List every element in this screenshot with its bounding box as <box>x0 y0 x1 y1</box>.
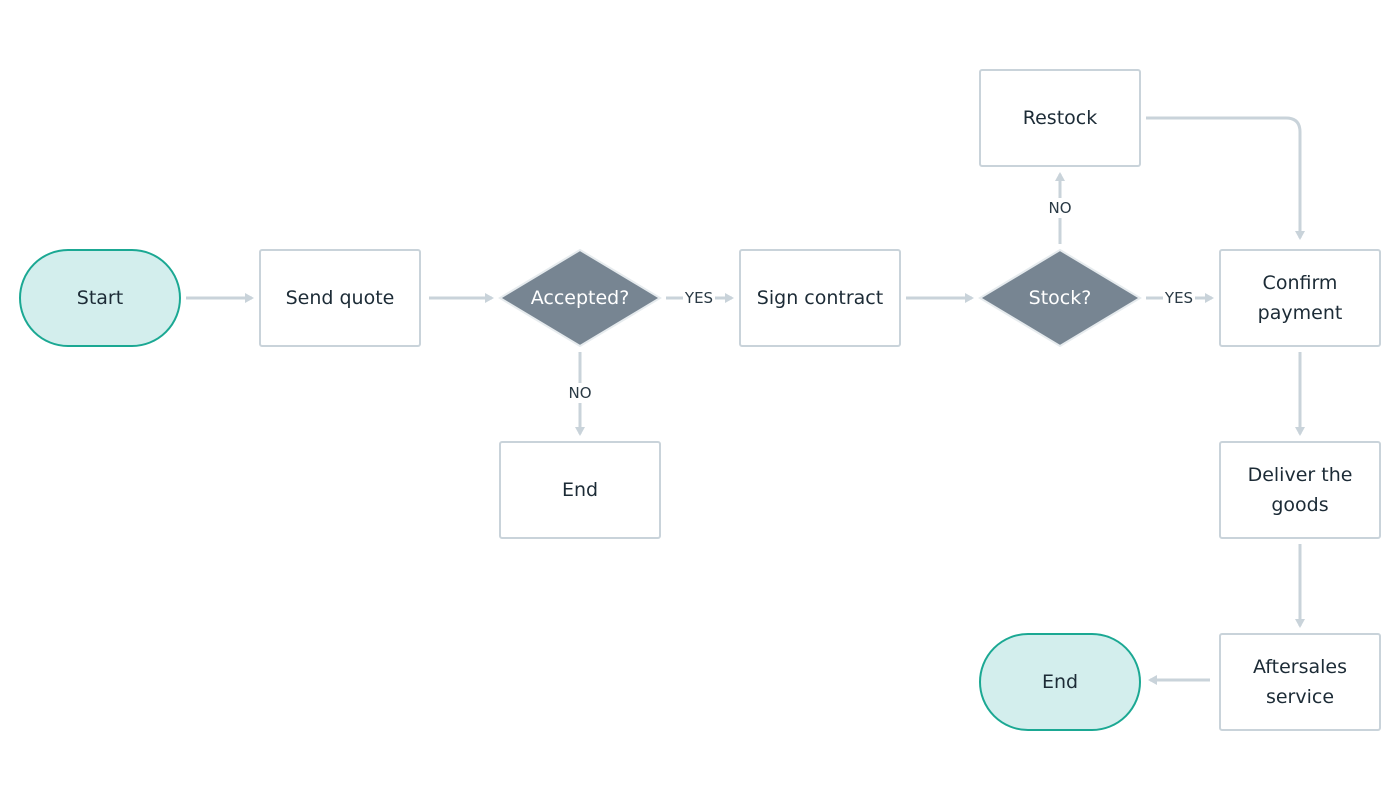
edges <box>186 116 1305 685</box>
nodes: Start Send quote Accepted? End Sign cont… <box>19 69 1381 731</box>
node-end-rejected-label: End <box>562 479 598 501</box>
node-send-quote[interactable]: Send quote <box>259 249 421 347</box>
edge-label-accepted-yes: YES <box>684 289 713 307</box>
node-accepted-label: Accepted? <box>531 287 630 309</box>
edge-label-stock-yes: YES <box>1164 289 1193 307</box>
node-accepted-decision[interactable]: Accepted? <box>498 248 662 348</box>
node-send-quote-label: Send quote <box>286 287 395 309</box>
edge-restock-to-confirm-payment <box>1146 116 1305 240</box>
node-confirm-payment-label-line2: payment <box>1258 302 1343 324</box>
node-stock-label: Stock? <box>1029 287 1092 309</box>
node-aftersales-label-line1: Aftersales <box>1253 656 1347 678</box>
node-aftersales-label-line2: service <box>1266 686 1334 708</box>
node-aftersales-service[interactable]: Aftersales service <box>1219 633 1381 731</box>
node-deliver-goods-label-line1: Deliver the <box>1248 464 1353 486</box>
edge-label-stock-no: NO <box>1048 199 1071 217</box>
edge-label-accepted-no: NO <box>568 384 591 402</box>
node-end-final[interactable]: End <box>979 633 1141 731</box>
node-end-final-label: End <box>1042 671 1078 693</box>
node-deliver-goods[interactable]: Deliver the goods <box>1219 441 1381 539</box>
node-restock[interactable]: Restock <box>979 69 1141 167</box>
edge-labels: YES NO YES NO <box>566 198 1195 403</box>
node-start-label: Start <box>77 287 123 309</box>
node-stock-decision[interactable]: Stock? <box>978 248 1142 348</box>
node-deliver-goods-label-line2: goods <box>1271 494 1328 516</box>
node-sign-contract-label: Sign contract <box>757 287 883 309</box>
node-sign-contract[interactable]: Sign contract <box>739 249 901 347</box>
node-confirm-payment-label-line1: Confirm <box>1263 272 1338 294</box>
node-confirm-payment[interactable]: Confirm payment <box>1219 249 1381 347</box>
node-end-rejected[interactable]: End <box>499 441 661 539</box>
node-restock-label: Restock <box>1023 107 1097 129</box>
node-start[interactable]: Start <box>19 249 181 347</box>
